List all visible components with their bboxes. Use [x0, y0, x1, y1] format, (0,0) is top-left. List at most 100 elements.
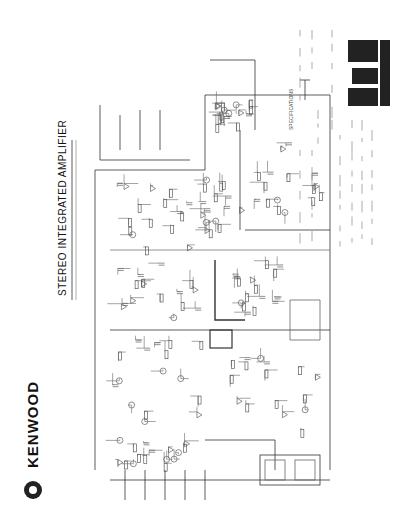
- schematic-stroke: [312, 167, 313, 179]
- schematic-stroke: [169, 189, 170, 198]
- schematic-stroke: [233, 274, 239, 276]
- schematic-stroke: [372, 219, 373, 224]
- schematic-stroke: [245, 400, 246, 404]
- schematic-stroke: [214, 194, 217, 202]
- schematic-stroke: [198, 227, 205, 228]
- schematic-stroke: [182, 280, 190, 281]
- schematic-stroke: [200, 341, 203, 349]
- schematic-stroke: [332, 107, 333, 118]
- schematic-stroke: [266, 199, 267, 201]
- schematic-stroke: [312, 150, 313, 156]
- schematic-stroke: [122, 303, 136, 304]
- schematic-stroke: [286, 174, 287, 178]
- schematic-stroke: [203, 173, 204, 184]
- schematic-stroke: [143, 448, 144, 456]
- schematic-stroke: [113, 385, 119, 387]
- schematic-stroke: [200, 192, 201, 202]
- schematic-stroke: [195, 229, 209, 230]
- schematic-stroke: [237, 398, 251, 399]
- schematic-stroke: [138, 454, 149, 455]
- schematic-stroke: [272, 301, 284, 302]
- schematic-stroke: [177, 205, 178, 211]
- schematic-stroke: [237, 269, 238, 279]
- schematic-stroke: [286, 143, 292, 145]
- schematic-stroke: [144, 336, 145, 348]
- schematic-stroke: [257, 172, 260, 180]
- schematic-stroke: [277, 256, 278, 265]
- schematic-stroke: [135, 281, 138, 289]
- schematic-stroke: [125, 461, 128, 469]
- schematic-stroke: [144, 443, 150, 445]
- schematic-stroke: [131, 297, 144, 298]
- schematic-stroke: [275, 296, 282, 297]
- schematic-stroke: [232, 278, 237, 279]
- schematic-stroke: [221, 115, 224, 123]
- schematic-stroke: [274, 269, 277, 277]
- schematic-stroke: [164, 341, 165, 351]
- schematic-stroke: [131, 298, 136, 304]
- schematic-stroke: [273, 269, 274, 281]
- schematic-stroke: [265, 257, 266, 261]
- schematic-stroke: [238, 110, 239, 115]
- schematic-stroke: [164, 463, 172, 464]
- schematic-stroke: [305, 409, 308, 410]
- schematic-stroke: [121, 304, 126, 310]
- schematic-stroke: [362, 234, 363, 239]
- schematic-stroke: [259, 296, 265, 298]
- schematic-stroke: [159, 340, 169, 341]
- schematic-stroke: [249, 277, 250, 278]
- schematic-stroke: [236, 105, 237, 114]
- schematic-stroke: [234, 276, 239, 277]
- schematic-stroke: [127, 443, 133, 444]
- schematic-stroke: [209, 220, 210, 230]
- schematic-stroke: [221, 101, 222, 103]
- schematic-stroke: [312, 30, 313, 39]
- schematic-stroke: [268, 172, 274, 174]
- schematic-stroke: [133, 459, 134, 463]
- schematic-stroke: [282, 412, 287, 418]
- schematic-stroke: [315, 374, 316, 379]
- schematic-stroke: [206, 222, 211, 223]
- schematic-stroke: [124, 183, 138, 184]
- schematic-stroke: [281, 146, 286, 152]
- schematic-stroke: [216, 124, 219, 132]
- schematic-stroke: [138, 454, 141, 462]
- schematic-stroke: [245, 294, 248, 302]
- schematic-stroke: [142, 279, 155, 280]
- schematic-stroke: [245, 362, 248, 370]
- schematic-stroke: [340, 175, 341, 186]
- schematic-stroke: [300, 191, 301, 200]
- schematic-stroke: [249, 107, 252, 115]
- schematic-stroke: [244, 357, 245, 358]
- schematic-stroke: [145, 411, 154, 412]
- schematic-stroke: [274, 296, 275, 298]
- schematic-stroke: [352, 120, 353, 128]
- schematic-stroke: [209, 112, 220, 113]
- schematic-stroke: [232, 274, 234, 275]
- schematic-stroke: [340, 156, 341, 165]
- schematic-stroke: [181, 378, 189, 379]
- schematic-stroke: [275, 400, 287, 401]
- schematic-stroke: [195, 308, 201, 310]
- schematic-stroke: [299, 429, 301, 430]
- schematic-stroke: [133, 444, 136, 452]
- schematic-stroke: [171, 226, 174, 234]
- schematic-stroke: [176, 289, 177, 292]
- schematic-stroke: [115, 459, 118, 460]
- schematic-stroke: [246, 404, 249, 412]
- schematic-stroke: [112, 373, 113, 385]
- schematic-stroke: [142, 280, 151, 281]
- schematic-stroke: [312, 179, 313, 187]
- schematic-stroke: [138, 204, 151, 205]
- schematic-stroke: [340, 135, 341, 139]
- schematic-stroke: [246, 114, 252, 116]
- schematic-stroke: [277, 204, 278, 206]
- schematic-stroke: [148, 263, 158, 264]
- schematic-stroke: [277, 142, 286, 143]
- schematic-stroke: [264, 182, 267, 190]
- schematic-stroke: [237, 123, 240, 131]
- schematic-stroke: [183, 308, 195, 309]
- schematic-stroke: [118, 352, 125, 353]
- schematic-stroke: [185, 440, 199, 441]
- schematic-stroke: [246, 403, 255, 404]
